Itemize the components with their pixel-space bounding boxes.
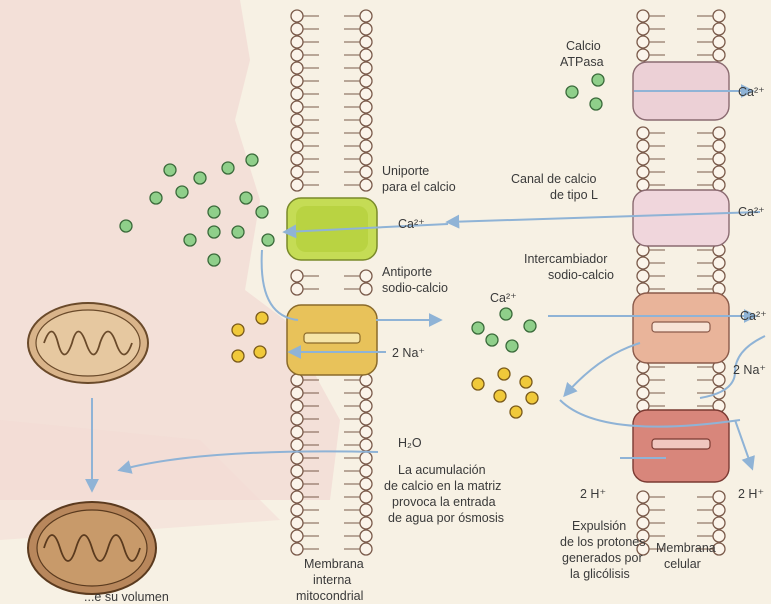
ion-h2o: H₂O [398,436,422,450]
label-antiporte-1: Antiporte [382,265,432,279]
calcium-ion [486,334,498,346]
ion-ca-right-top: Ca²⁺ [738,85,765,99]
label-calcio-atpasa-1: Calcio [566,39,601,53]
sodium-calcium-antiporter [287,305,377,375]
sodium-ion [520,376,532,388]
calcium-ion [208,206,220,218]
calcium-ion [262,234,274,246]
sodium-ion [232,324,244,336]
sodium-ion [494,390,506,402]
sodium-ion [526,392,538,404]
calcium-ion [232,226,244,238]
label-membrana-celular-1: Membrana [656,541,716,555]
calcium-ion [256,206,268,218]
label-acumulacion-3: provoca la entrada [392,495,496,509]
label-antiporte-2: sodio-calcio [382,281,448,295]
label-intercambiador-2: sodio-calcio [548,268,614,282]
ion-ca-right-mid: Ca²⁺ [738,205,765,219]
label-expulsion-2: de los protones [560,535,645,549]
calcium-ion [222,162,234,174]
label-expulsion-4: la glicólisis [570,567,630,581]
label-expulsion-3: generados por [562,551,643,565]
label-acumulacion-2: de calcio en la matriz [384,479,501,493]
label-acumulacion-1: La acumulación [398,463,486,477]
sodium-ion [472,378,484,390]
label-bottom-left-fragment: ...e su volumen [84,590,169,604]
calcium-ion [208,226,220,238]
calcium-ion [150,192,162,204]
l-type-calcium-channel [633,190,729,246]
sodium-calcium-exchanger [633,293,729,363]
ion-h-left: 2 H⁺ [580,487,606,501]
label-canal-tipo-l-2: de tipo L [550,188,598,202]
ion-ca-uniporte: Ca²⁺ [398,217,425,231]
label-uniporte-2: para el calcio [382,180,456,194]
ion-na-antiporte: 2 Na⁺ [392,346,425,360]
ion-ca-right-low: Ca²⁺ [740,309,767,323]
label-membrana-interna-1: Membrana [304,557,364,571]
label-membrana-interna-3: mitocondrial [296,589,363,603]
sodium-ion [510,406,522,418]
calcium-ion [246,154,258,166]
calcium-ion [208,254,220,266]
label-expulsion-1: Expulsión [572,519,626,533]
ion-ca-cytosol: Ca²⁺ [490,291,517,305]
calcium-ion [592,74,604,86]
sodium-ion [232,350,244,362]
calcium-ion [590,98,602,110]
sodium-ion [256,312,268,324]
calcium-ion [500,308,512,320]
calcium-ion [506,340,518,352]
label-calcio-atpasa-2: ATPasa [560,55,604,69]
label-intercambiador-1: Intercambiador [524,252,607,266]
calcium-ion [472,322,484,334]
calcium-ion [524,320,536,332]
proton-exchanger [633,410,729,482]
ion-h-right: 2 H⁺ [738,487,764,501]
label-membrana-interna-2: interna [313,573,351,587]
calcium-ion [240,192,252,204]
calcium-ion [184,234,196,246]
mitochondrion-swollen [28,502,156,594]
label-canal-tipo-l-1: Canal de calcio [511,172,597,186]
calcium-ion [120,220,132,232]
calcium-ion [566,86,578,98]
ion-na-right: 2 Na⁺ [733,363,766,377]
sodium-ion [498,368,510,380]
sodium-ion [254,346,266,358]
mitochondrion-normal [28,303,148,383]
calcium-ion [194,172,206,184]
calcium-ion [164,164,176,176]
label-acumulacion-4: de agua por ósmosis [388,511,504,525]
label-uniporte-1: Uniporte [382,164,429,178]
label-membrana-celular-2: celular [664,557,701,571]
calcium-ion [176,186,188,198]
